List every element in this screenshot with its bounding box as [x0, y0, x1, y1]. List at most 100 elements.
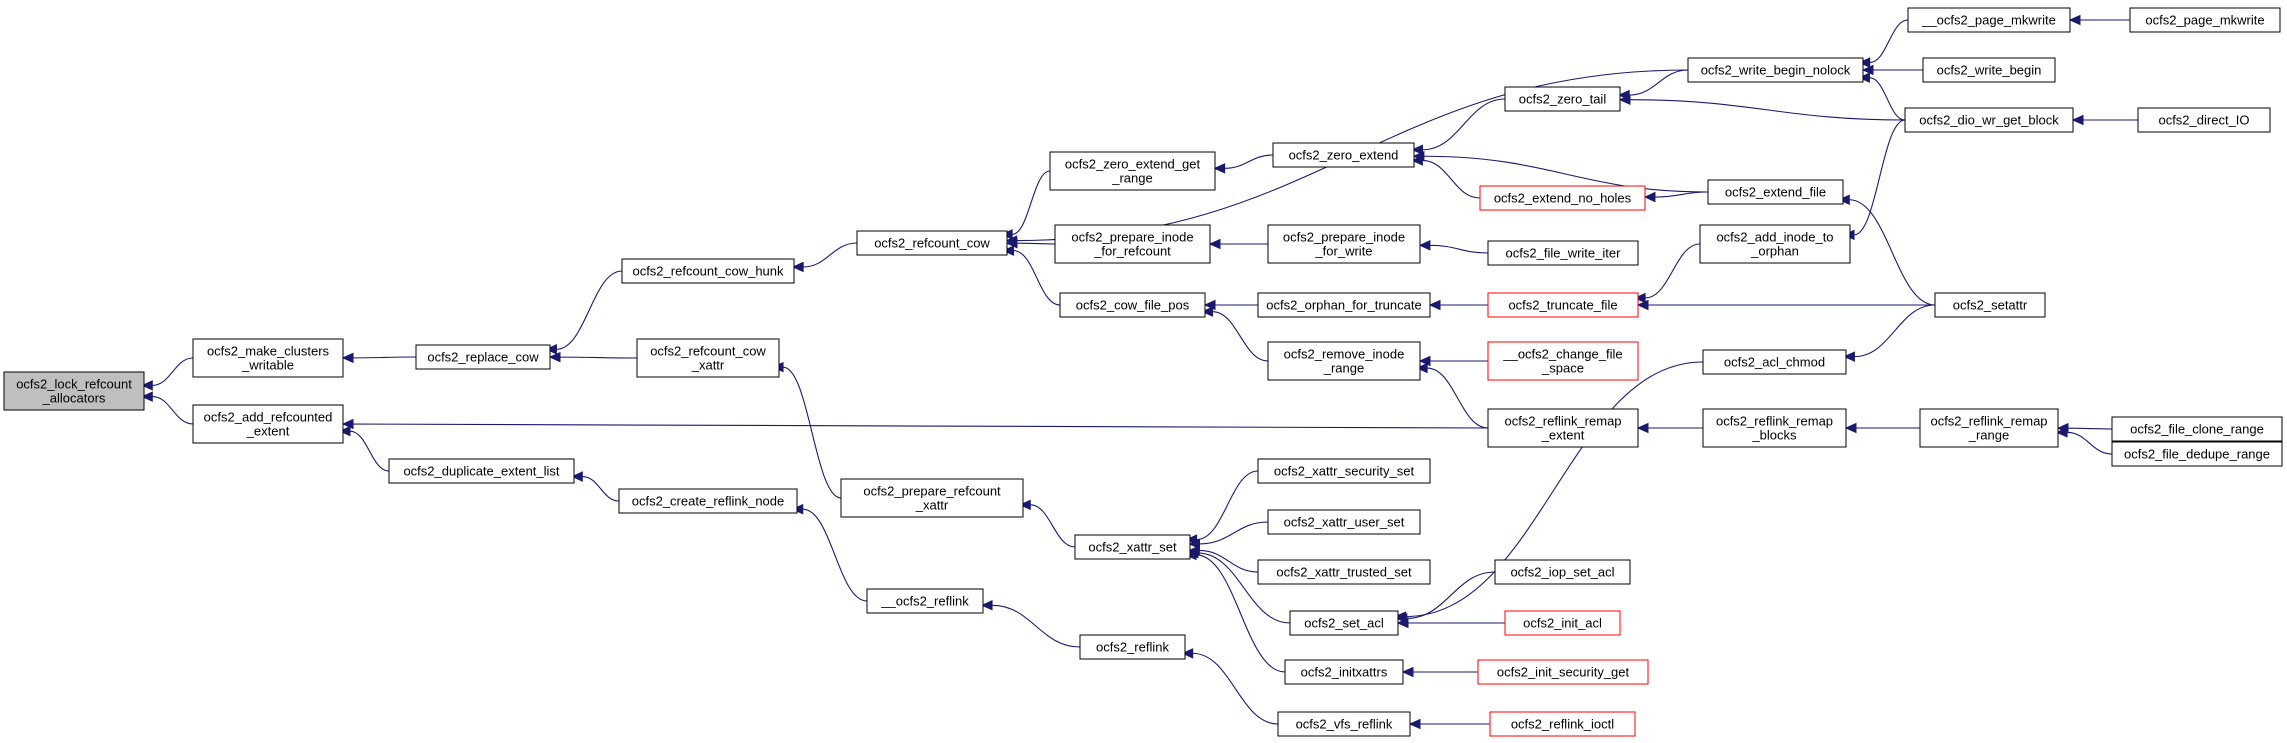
node-box	[1707, 179, 1844, 205]
node-vr[interactable]: ocfs2_vfs_reflink	[1277, 711, 1411, 737]
node-del[interactable]: ocfs2_duplicate_extent_list	[388, 458, 575, 484]
node-label: ocfs2_lock_refcount	[16, 377, 132, 392]
node-label: ocfs2_prepare_inode	[1071, 230, 1193, 245]
node-fwi[interactable]: ocfs2_file_write_iter	[1487, 240, 1639, 266]
edge-rl-to-rl	[980, 600, 1081, 648]
node-box	[1054, 224, 1211, 264]
edge-xts-to-xs	[1188, 545, 1259, 573]
edge-arrowhead	[2055, 427, 2068, 438]
edge-line	[1405, 361, 1704, 618]
node-xts[interactable]: ocfs2_xattr_trusted_set	[1257, 559, 1431, 585]
node-label: __ocfs2_reflink	[880, 594, 969, 609]
node-dIO[interactable]: ocfs2_direct_IO	[2137, 107, 2271, 133]
edge-arrowhead	[1208, 238, 1221, 250]
edge-pm-to-wbn	[1858, 19, 1909, 68]
node-dio[interactable]: ocfs2_dio_wr_get_block	[1904, 107, 2074, 133]
node-xs[interactable]: ocfs2_xattr_set	[1074, 534, 1191, 560]
edge-dio-to-aio	[1842, 119, 1906, 241]
node-pm[interactable]: ocfs2_page_mkwrite	[2129, 7, 2281, 33]
node-zt[interactable]: ocfs2_zero_tail	[1504, 86, 1621, 112]
edge-line	[1016, 242, 1056, 245]
edge-line	[1199, 521, 1269, 545]
node-are[interactable]: ocfs2_add_refcounted_extent	[192, 404, 344, 444]
node-label: _for_write	[1314, 244, 1372, 259]
node-box	[1477, 659, 1649, 685]
node-label: ocfs2_remove_inode	[1284, 347, 1405, 362]
node-label: _xattr	[915, 498, 949, 513]
edge-ix-to-xs	[1184, 549, 1286, 673]
edge-line	[1427, 367, 1489, 429]
node-label: ocfs2_xattr_trusted_set	[1276, 565, 1412, 580]
node-label: _range	[1968, 428, 2009, 443]
node-fdr[interactable]: ocfs2_file_dedupe_range	[2111, 441, 2283, 467]
node-tf[interactable]: ocfs2_truncate_file	[1487, 292, 1639, 318]
edge-line	[1654, 191, 1709, 198]
node-rcow[interactable]: ocfs2_replace_cow	[415, 344, 551, 370]
edge-rre-to-are	[341, 418, 1489, 430]
edge-arrowhead	[1412, 150, 1425, 162]
node-ef[interactable]: ocfs2_extend_file	[1707, 179, 1844, 205]
node-box	[1267, 509, 1421, 535]
node-rl[interactable]: ocfs2_reflink	[1079, 634, 1186, 660]
edge-arrowhead	[791, 503, 804, 515]
edge-arrowhead	[141, 391, 153, 402]
node-piw[interactable]: ocfs2_prepare_inode_for_write	[1267, 224, 1421, 264]
node-prx[interactable]: ocfs2_prepare_refcount_xattr	[840, 478, 1024, 518]
node-rrb[interactable]: ocfs2_reflink_remap_blocks	[1702, 408, 1847, 448]
node-pm[interactable]: __ocfs2_page_mkwrite	[1907, 7, 2071, 33]
node-rir[interactable]: ocfs2_remove_inode_range	[1267, 341, 1421, 381]
node-fcr[interactable]: ocfs2_file_clone_range	[2111, 416, 2283, 442]
node-box	[618, 488, 798, 514]
node-ix[interactable]: ocfs2_initxattrs	[1284, 659, 1404, 685]
node-wbn[interactable]: ocfs2_write_begin_nolock	[1687, 57, 1864, 83]
node-rcx[interactable]: ocfs2_refcount_cow_xattr	[636, 338, 780, 378]
node-pir[interactable]: ocfs2_prepare_inode_for_refcount	[1054, 224, 1211, 264]
node-zeg[interactable]: ocfs2_zero_extend_get_range	[1049, 151, 1216, 191]
node-label: ocfs2_duplicate_extent_list	[403, 464, 559, 479]
edge-line	[349, 430, 390, 472]
edge-mcw-to-lock	[141, 357, 194, 391]
node-wb[interactable]: ocfs2_write_begin	[1922, 57, 2056, 83]
node-box	[1489, 711, 1636, 737]
edge-line	[1013, 250, 1061, 306]
edge-rc-to-rch	[791, 242, 858, 273]
node-label: ocfs2_file_clone_range	[2130, 422, 2264, 437]
edge-vr-to-rl	[1181, 648, 1279, 725]
node-isa[interactable]: ocfs2_iop_set_acl	[1494, 559, 1631, 585]
node-rch[interactable]: ocfs2_refcount_cow_hunk	[621, 258, 795, 284]
node-ac[interactable]: ocfs2_acl_chmod	[1702, 349, 1847, 375]
node-xss[interactable]: ocfs2_xattr_security_set	[1257, 458, 1431, 484]
edge-arrowhead	[1858, 72, 1870, 83]
node-mcw[interactable]: ocfs2_make_clusters_writable	[192, 338, 344, 378]
node-sa[interactable]: ocfs2_set_acl	[1289, 610, 1399, 636]
node-rrr[interactable]: ocfs2_reflink_remap_range	[1919, 408, 2059, 448]
edge-rrr-to-rrb	[1844, 422, 1920, 434]
node-ze[interactable]: ocfs2_zero_extend	[1272, 142, 1415, 168]
edge-line	[352, 356, 417, 359]
node-cfs[interactable]: __ocfs2_change_file_space	[1487, 341, 1639, 381]
node-st[interactable]: ocfs2_setattr	[1934, 292, 2046, 318]
node-rl[interactable]: __ocfs2_reflink	[866, 588, 984, 614]
node-oft[interactable]: ocfs2_orphan_for_truncate	[1257, 292, 1431, 318]
edge-line	[1869, 77, 1906, 121]
node-ia[interactable]: ocfs2_init_acl	[1504, 610, 1621, 636]
edge-line	[1422, 159, 1481, 199]
node-crn[interactable]: ocfs2_create_reflink_node	[618, 488, 798, 514]
node-aio[interactable]: ocfs2_add_inode_to_orphan	[1699, 224, 1851, 264]
node-cfp[interactable]: ocfs2_cow_file_pos	[1059, 292, 1206, 318]
node-box	[1479, 185, 1646, 211]
node-rre[interactable]: ocfs2_reflink_remap_extent	[1487, 408, 1639, 448]
node-label: ocfs2_add_refcounted	[204, 410, 333, 425]
edge-arrowhead	[1019, 499, 1031, 511]
edge-rl-to-crn	[791, 503, 868, 602]
node-box	[415, 344, 551, 370]
node-enh[interactable]: ocfs2_extend_no_holes	[1479, 185, 1646, 211]
node-isg[interactable]: ocfs2_init_security_get	[1477, 659, 1649, 685]
node-label: ocfs2_prepare_inode	[1283, 230, 1405, 245]
node-label: _allocators	[42, 391, 106, 406]
node-ri[interactable]: ocfs2_reflink_ioctl	[1489, 711, 1636, 737]
node-label: ocfs2_make_clusters	[207, 344, 330, 359]
node-rc[interactable]: ocfs2_refcount_cow	[856, 230, 1008, 256]
node-xus[interactable]: ocfs2_xattr_user_set	[1267, 509, 1421, 535]
edge-arrowhead	[1636, 422, 1649, 434]
